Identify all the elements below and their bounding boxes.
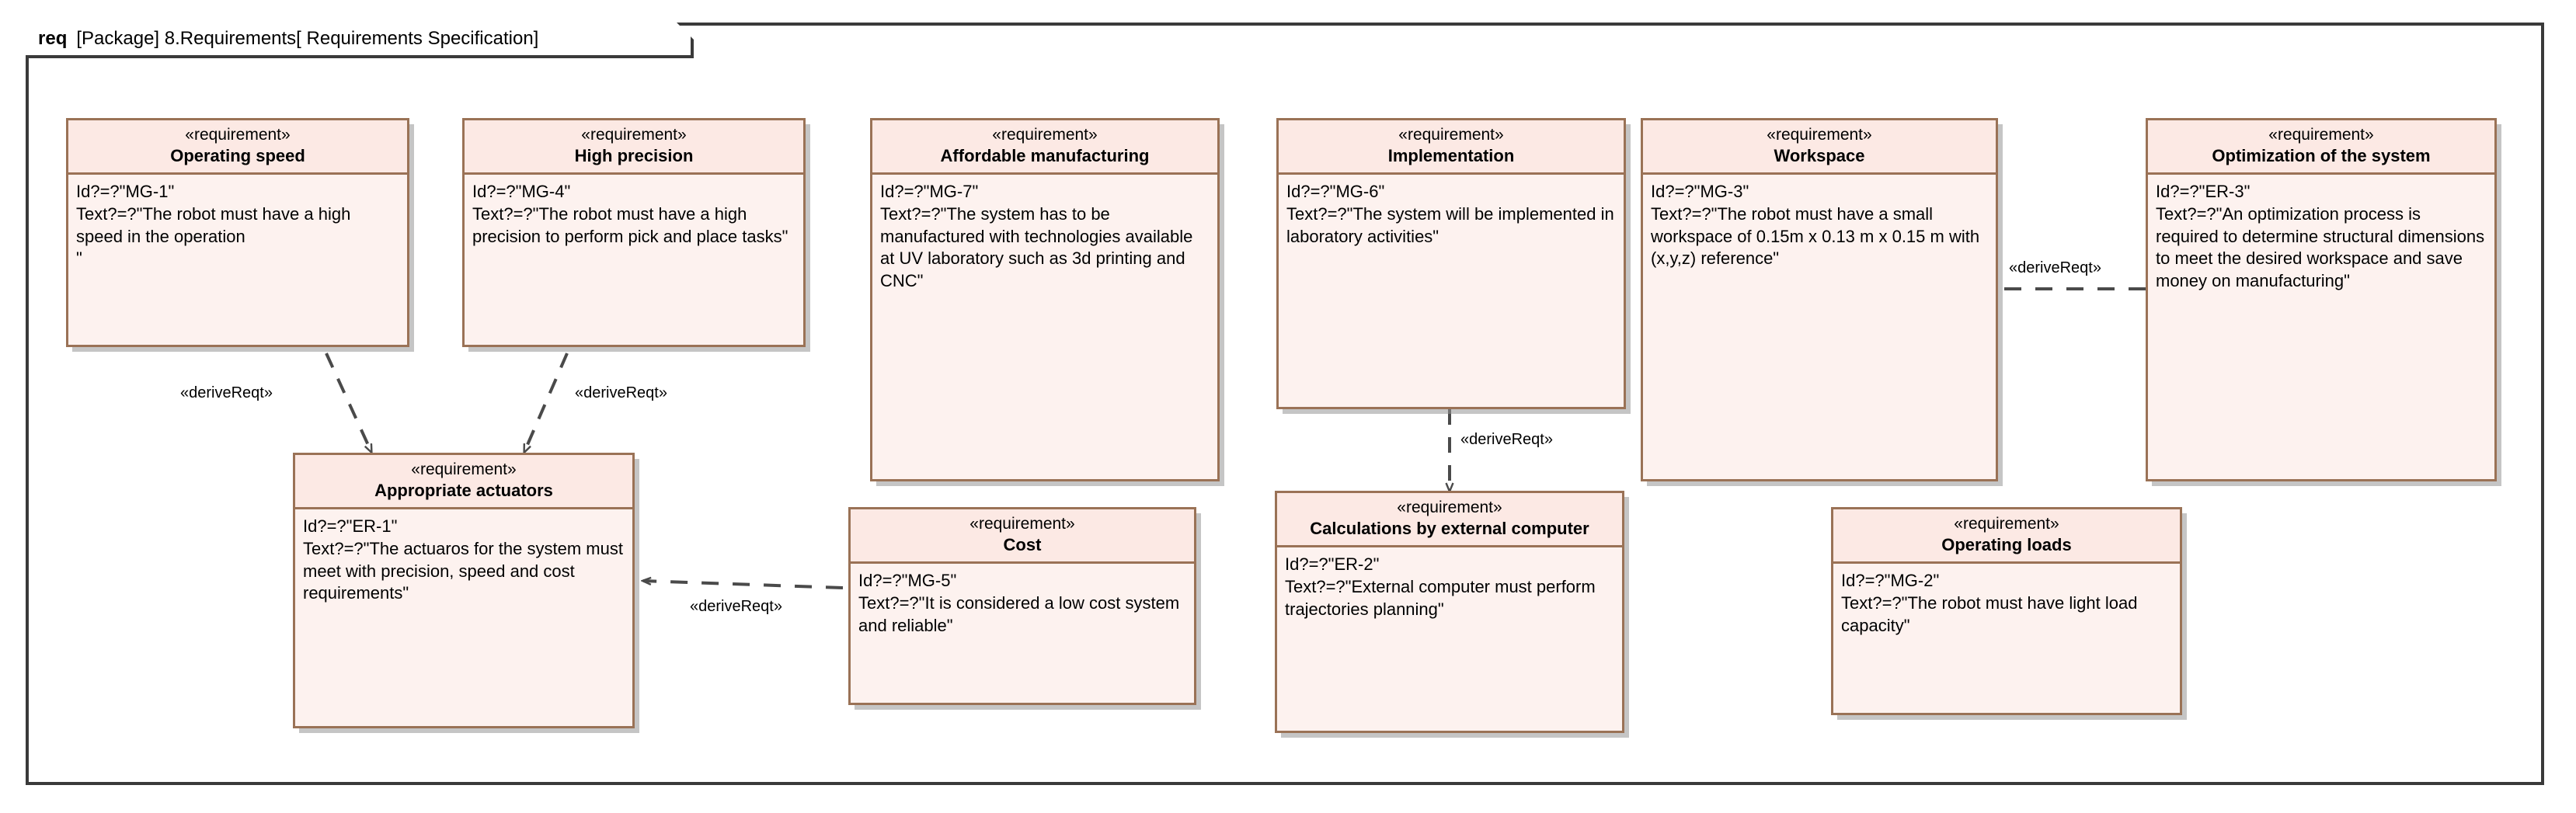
requirement-block-affordable-manufacturing[interactable]: «requirement» Affordable manufacturing I…: [870, 118, 1220, 481]
connector-label-operating-speed: «deriveReqt»: [180, 384, 273, 401]
requirement-stereotype: «requirement»: [411, 460, 517, 478]
requirement-stereotype: «requirement»: [992, 126, 1098, 144]
requirement-stereotype: «requirement»: [2268, 126, 2374, 144]
requirement-body: Id?=?"ER-3" Text?=?"An optimization proc…: [2148, 175, 2494, 298]
requirement-stereotype: «requirement»: [185, 126, 291, 144]
requirement-id: Id?=?"ER-2": [1285, 554, 1380, 575]
requirement-block-implementation[interactable]: «requirement» Implementation Id?=?"MG-6"…: [1276, 118, 1626, 409]
requirement-block-calculations-by-external-computer[interactable]: «requirement» Calculations by external c…: [1275, 491, 1624, 733]
requirement-stereotype: «requirement»: [1398, 126, 1504, 144]
requirement-block-high-precision[interactable]: «requirement» High precision Id?=?"MG-4"…: [462, 118, 806, 347]
requirement-name: Implementation: [1387, 145, 1515, 165]
requirement-block-operating-speed[interactable]: «requirement» Operating speed Id?=?"MG-1…: [66, 118, 409, 347]
requirement-body: Id?=?"MG-6" Text?=?"The system will be i…: [1279, 175, 1624, 254]
requirement-stereotype: «requirement»: [969, 515, 1075, 533]
requirement-id: Id?=?"MG-5": [858, 571, 957, 591]
requirement-text: Text?=?"The robot must have light load c…: [1841, 593, 2143, 635]
requirement-text: Text?=?"It is considered a low cost syst…: [858, 593, 1185, 635]
requirement-id: Id?=?"ER-1": [303, 516, 398, 537]
requirement-id: Id?=?"MG-2": [1841, 571, 1940, 591]
requirement-block-optimization-of-the-system[interactable]: «requirement» Optimization of the system…: [2146, 118, 2497, 481]
requirement-header: «requirement» Affordable manufacturing: [872, 120, 1217, 175]
requirement-body: Id?=?"MG-2" Text?=?"The robot must have …: [1833, 564, 2180, 643]
requirement-name: Optimization of the system: [2212, 145, 2431, 165]
requirement-id: Id?=?"MG-7": [880, 182, 979, 202]
diagram-kind-label: req: [38, 28, 68, 49]
requirement-name: Cost: [1003, 534, 1042, 554]
requirement-body: Id?=?"MG-3" Text?=?"The robot must have …: [1643, 175, 1996, 276]
requirement-id: Id?=?"ER-3": [2156, 182, 2251, 202]
requirement-name: Operating loads: [1941, 534, 2072, 554]
requirement-text: Text?=?"An optimization process is requi…: [2156, 204, 2490, 290]
requirement-name: Workspace: [1774, 145, 1865, 165]
requirement-block-operating-loads[interactable]: «requirement» Operating loads Id?=?"MG-2…: [1831, 507, 2182, 715]
requirement-header: «requirement» Optimization of the system: [2148, 120, 2494, 175]
requirement-header: «requirement» High precision: [465, 120, 803, 175]
requirement-body: Id?=?"MG-5" Text?=?"It is considered a l…: [851, 564, 1194, 643]
requirement-id: Id?=?"MG-1": [76, 182, 175, 202]
requirement-stereotype: «requirement»: [1767, 126, 1872, 144]
requirement-body: Id?=?"MG-1" Text?=?"The robot must have …: [68, 175, 407, 276]
requirement-body: Id?=?"MG-4" Text?=?"The robot must have …: [465, 175, 803, 254]
requirement-text: Text?=?"The actuaros for the system must…: [303, 539, 628, 603]
requirement-header: «requirement» Workspace: [1643, 120, 1996, 175]
connector-label-workspace: «deriveReqt»: [2009, 259, 2101, 276]
requirement-name: Calculations by external computer: [1310, 518, 1589, 538]
requirement-body: Id?=?"MG-7" Text?=?"The system has to be…: [872, 175, 1217, 298]
requirement-block-cost[interactable]: «requirement» Cost Id?=?"MG-5" Text?=?"I…: [848, 507, 1196, 705]
requirement-id: Id?=?"MG-4": [472, 182, 571, 202]
requirement-stereotype: «requirement»: [1397, 499, 1502, 516]
requirement-text: Text?=?"External computer must perform t…: [1285, 577, 1600, 619]
requirement-name: Operating speed: [170, 145, 305, 165]
requirement-id: Id?=?"MG-3": [1651, 182, 1749, 202]
connector-label-high-precision: «deriveReqt»: [575, 384, 667, 401]
requirement-name: Affordable manufacturing: [940, 145, 1150, 165]
requirement-body: Id?=?"ER-2" Text?=?"External computer mu…: [1277, 547, 1622, 627]
connector-label-cost: «deriveReqt»: [690, 598, 782, 615]
requirement-block-workspace[interactable]: «requirement» Workspace Id?=?"MG-3" Text…: [1641, 118, 1998, 481]
requirement-header: «requirement» Implementation: [1279, 120, 1624, 175]
requirement-header: «requirement» Operating speed: [68, 120, 407, 175]
requirement-header: «requirement» Appropriate actuators: [295, 455, 632, 510]
diagram-title: [Package] 8.Requirements[ Requirements S…: [76, 28, 539, 49]
diagram-header-tab: req [Package] 8.Requirements[ Requiremen…: [26, 23, 694, 58]
requirement-header: «requirement» Cost: [851, 509, 1194, 565]
requirement-text: Text?=?"The system will be implemented i…: [1286, 204, 1619, 246]
requirement-text: Text?=?"The robot must have a high preci…: [472, 204, 788, 246]
requirement-block-appropriate-actuators[interactable]: «requirement» Appropriate actuators Id?=…: [293, 453, 635, 728]
requirement-name: High precision: [574, 145, 694, 165]
requirement-id: Id?=?"MG-6": [1286, 182, 1385, 202]
requirement-text: Text?=?"The robot must have a high speed…: [76, 204, 351, 269]
requirement-name: Appropriate actuators: [374, 480, 553, 500]
requirement-body: Id?=?"ER-1" Text?=?"The actuaros for the…: [295, 509, 632, 610]
connector-label-implementation: «deriveReqt»: [1460, 431, 1553, 448]
requirement-text: Text?=?"The system has to be manufacture…: [880, 204, 1198, 290]
requirement-header: «requirement» Calculations by external c…: [1277, 493, 1622, 548]
requirement-stereotype: «requirement»: [581, 126, 687, 144]
requirement-text: Text?=?"The robot must have a small work…: [1651, 204, 1985, 269]
requirement-stereotype: «requirement»: [1954, 515, 2059, 533]
requirement-header: «requirement» Operating loads: [1833, 509, 2180, 565]
